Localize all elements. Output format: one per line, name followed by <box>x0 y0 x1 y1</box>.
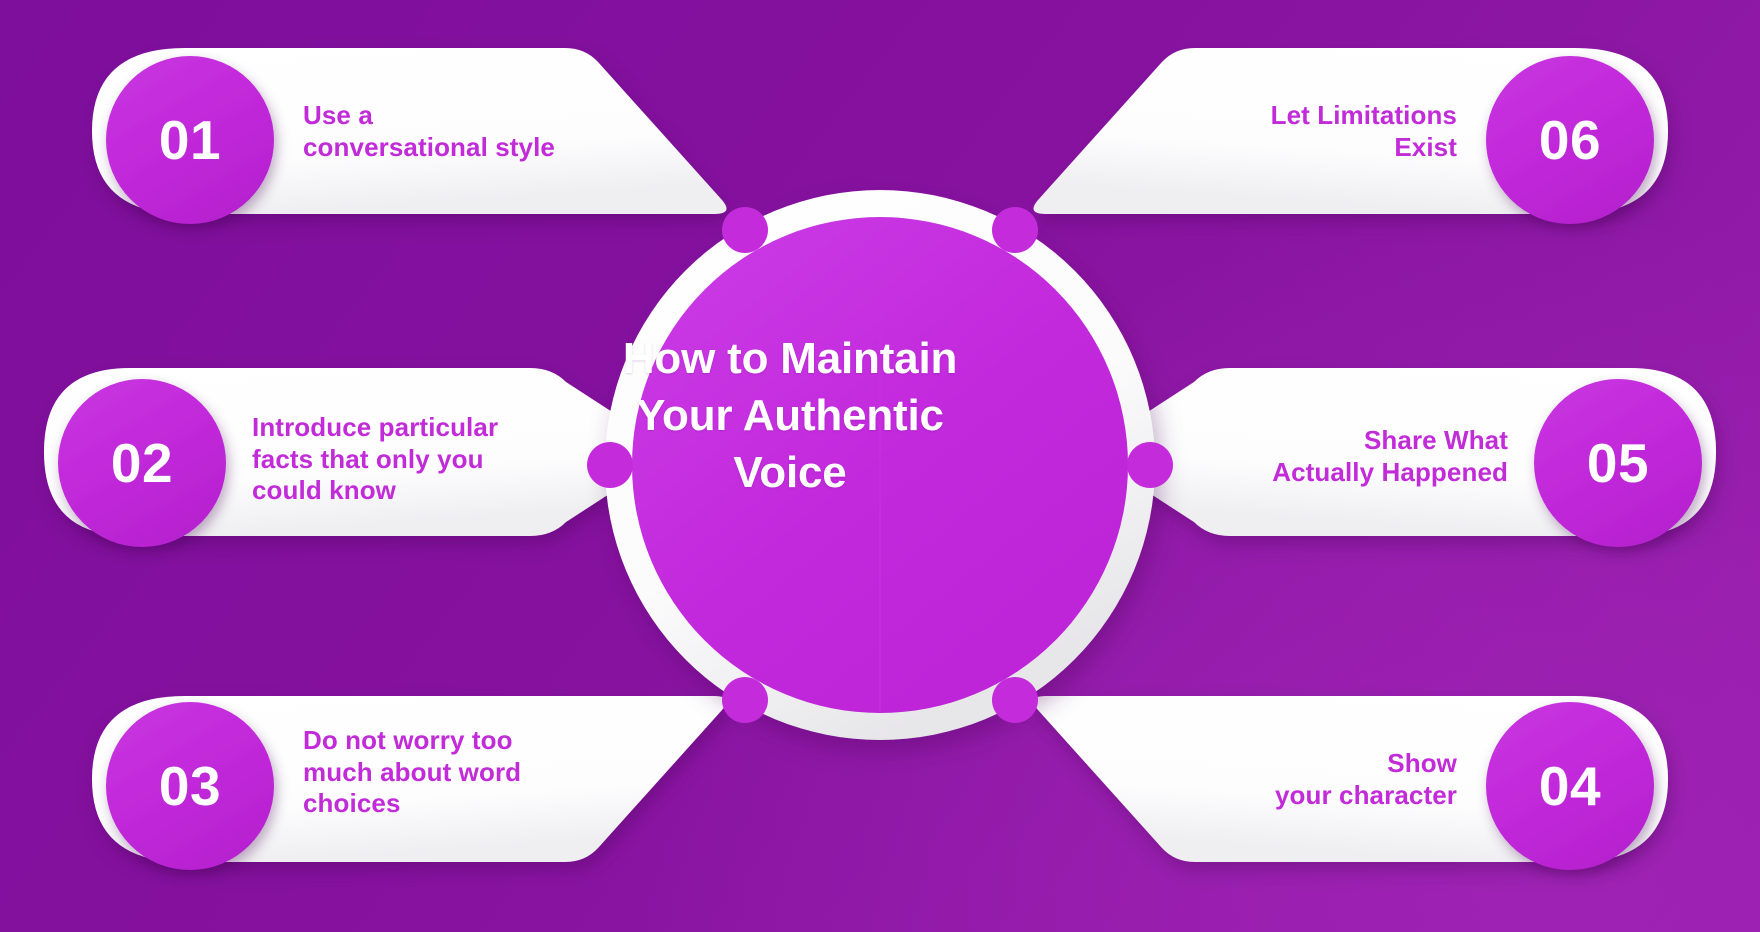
badge-circle-01[interactable] <box>106 56 274 224</box>
center-title: How to Maintain Your Authentic Voice <box>622 334 958 498</box>
connector-dot-bottom-left <box>722 677 768 723</box>
card-text-01: Use a conversational style <box>303 100 555 162</box>
card-text-03: Do not worry too much about word choices <box>303 725 522 819</box>
badge-number-05: 05 <box>1534 379 1702 547</box>
badge-number-06: 06 <box>1486 56 1654 224</box>
badge-number-02-label: 02 <box>110 431 174 494</box>
card-text-06: Let Limitations Exist <box>1270 100 1457 162</box>
badge-number-04: 04 <box>1486 702 1654 870</box>
card-text-02: Introduce particular facts that only you… <box>252 412 499 506</box>
connector-dot-left <box>587 442 633 488</box>
card-text-05: Share What Actually Happened <box>1272 425 1508 487</box>
badge-number-04-label: 04 <box>1538 754 1602 817</box>
connector-dot-top-left <box>722 207 768 253</box>
badge-circle-06[interactable] <box>1486 56 1654 224</box>
center-circle[interactable] <box>632 217 1128 713</box>
badge-circle-04[interactable] <box>1486 702 1654 870</box>
badge-number-01: 01 <box>106 56 274 224</box>
badge-number-05-label: 05 <box>1586 431 1650 494</box>
connector-dot-top-right <box>992 207 1038 253</box>
number-badges <box>58 56 1702 870</box>
badge-number-06-label: 06 <box>1538 108 1602 171</box>
card-text-04: Show your character <box>1274 748 1457 810</box>
badge-circle-03[interactable] <box>106 702 274 870</box>
badge-number-02: 02 <box>58 379 226 547</box>
badge-number-03-label: 03 <box>158 754 222 817</box>
connector-dot-right <box>1127 442 1173 488</box>
connector-dots <box>587 207 1173 723</box>
badge-number-03: 03 <box>106 702 274 870</box>
badge-circle-02[interactable] <box>58 379 226 547</box>
badge-number-01-label: 01 <box>158 108 222 171</box>
connector-dot-bottom-right <box>992 677 1038 723</box>
badge-circle-05[interactable] <box>1534 379 1702 547</box>
